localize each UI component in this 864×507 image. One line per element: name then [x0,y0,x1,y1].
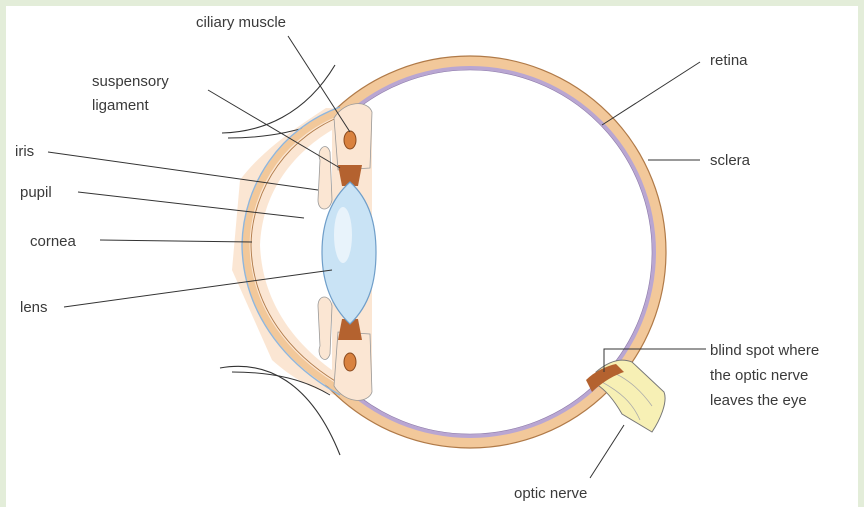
label-retina: retina [710,52,748,69]
label-blind-spot-line1: blind spot where [710,342,819,359]
label-pupil: pupil [20,184,52,201]
label-sclera: sclera [710,152,751,169]
label-suspensory-line2: ligament [92,97,150,114]
ciliary-muscle-bottom [344,353,356,371]
optic-nerve-pointer [590,425,624,478]
lens-highlight [334,207,352,263]
label-ciliary-muscle: ciliary muscle [196,14,286,31]
label-blind-spot-line2: the optic nerve [710,367,808,384]
label-suspensory-line1: suspensory [92,73,169,90]
label-lens: lens [20,299,48,316]
eye-diagram-canvas: ciliary muscle suspensory ligament iris … [6,6,858,507]
label-iris: iris [15,143,34,160]
ciliary-muscle-top [344,131,356,149]
retina-pointer [602,62,700,125]
label-optic-nerve: optic nerve [514,485,587,502]
label-cornea: cornea [30,233,77,250]
label-blind-spot-line3: leaves the eye [710,392,807,409]
iris-bottom [318,297,332,359]
cornea-pointer [100,240,252,242]
